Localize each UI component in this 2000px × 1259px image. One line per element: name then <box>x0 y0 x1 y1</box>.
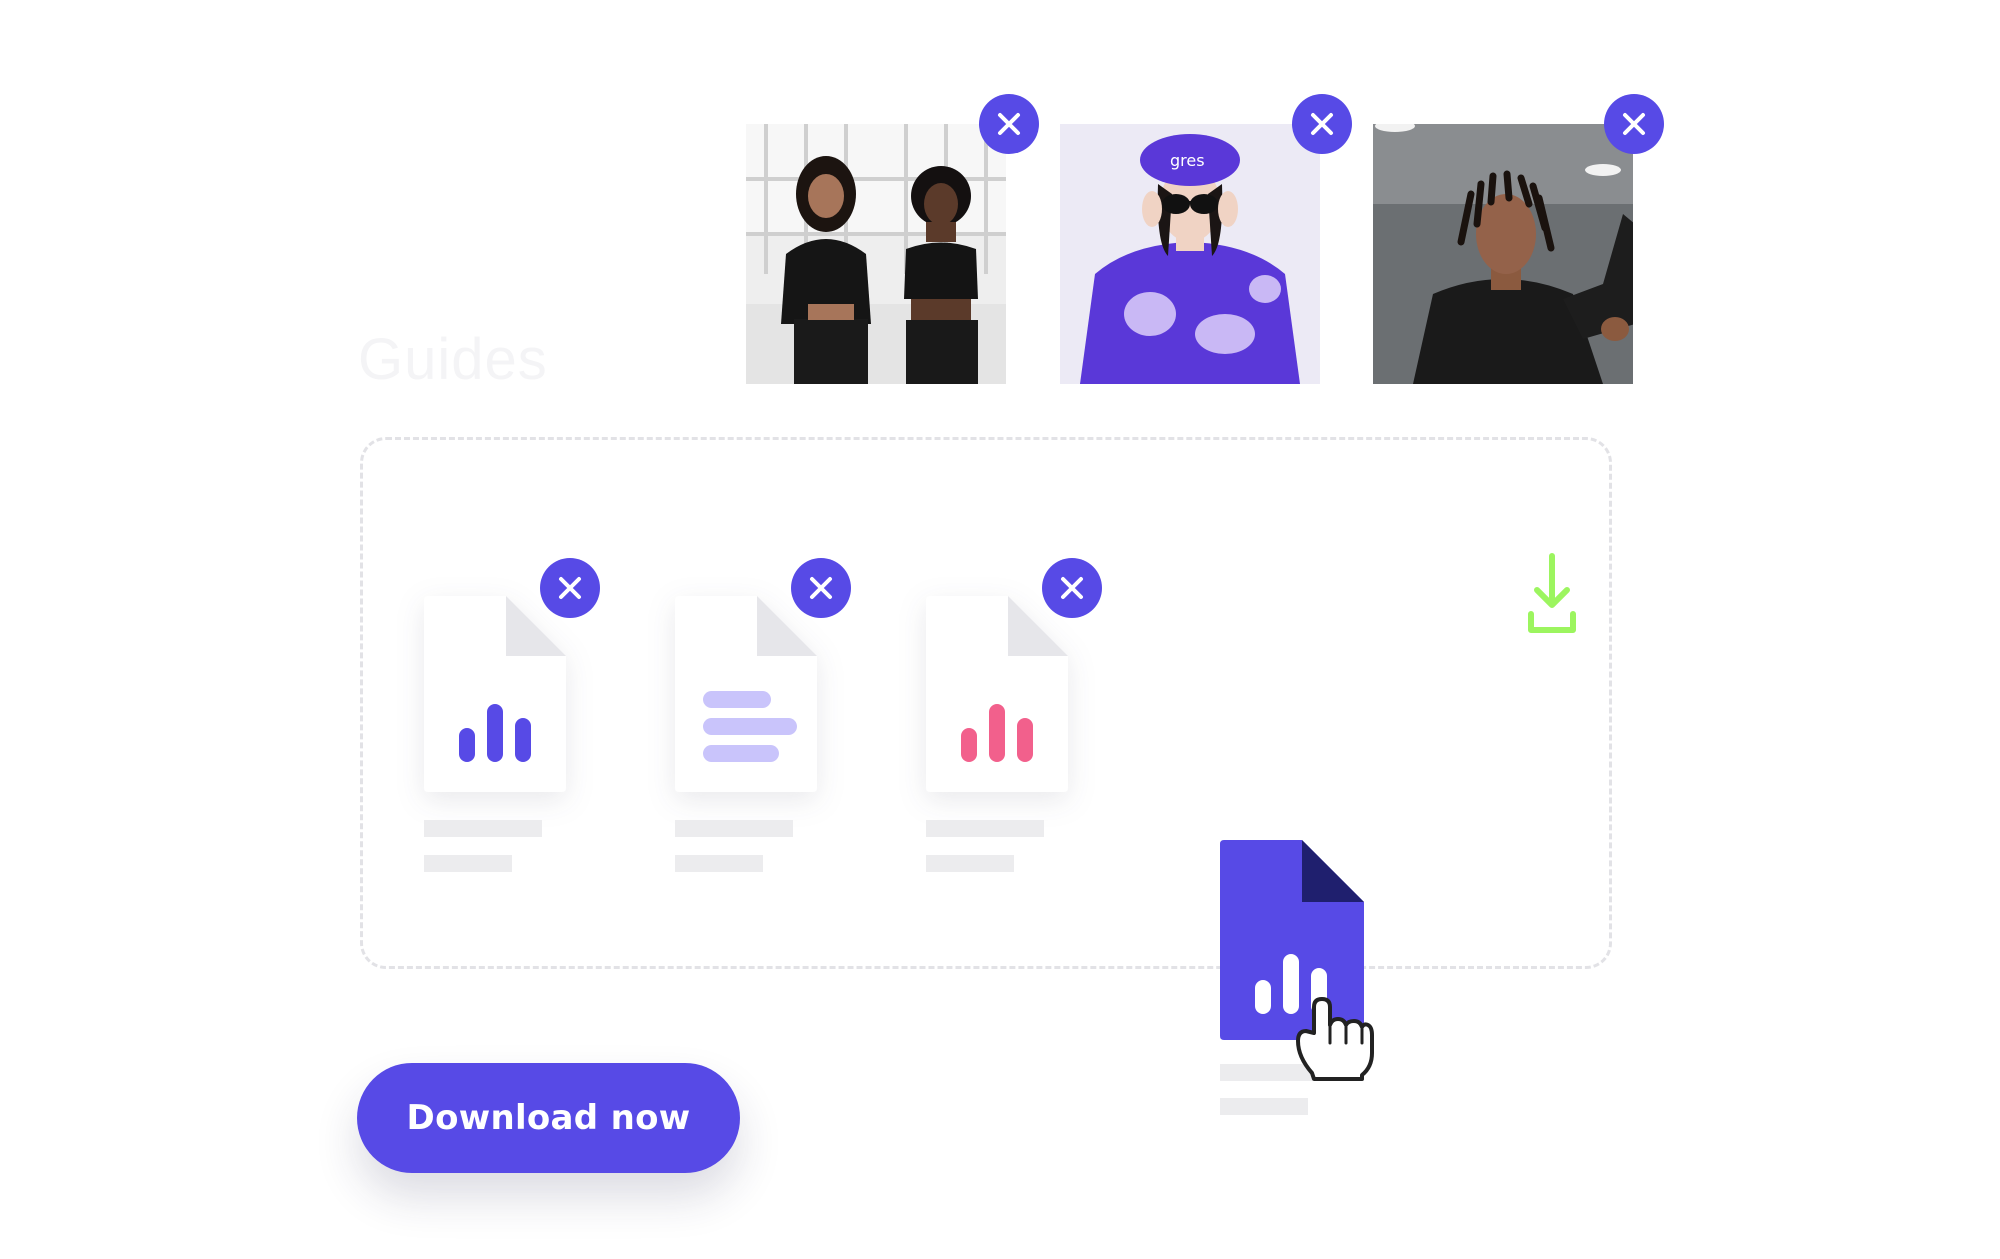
photo-two-women <box>746 124 1006 384</box>
remove-photo-2-button[interactable] <box>1292 94 1352 154</box>
text-lines-icon <box>703 691 797 762</box>
close-icon <box>559 577 581 599</box>
file-card-1[interactable] <box>424 596 566 792</box>
close-icon <box>810 577 832 599</box>
svg-text:gres: gres <box>1170 151 1205 170</box>
download-now-button[interactable]: Download now <box>357 1063 740 1173</box>
file-1-size-placeholder <box>424 855 512 872</box>
dragged-file-icon[interactable] <box>1220 840 1364 1040</box>
file-3-size-placeholder <box>926 855 1014 872</box>
document-icon <box>675 596 817 792</box>
close-icon <box>1311 113 1333 135</box>
download-arrow-icon <box>1528 553 1576 633</box>
document-icon <box>424 596 566 792</box>
document-icon <box>926 596 1068 792</box>
remove-photo-1-button[interactable] <box>979 94 1039 154</box>
file-2-name-placeholder <box>675 820 793 837</box>
remove-file-3-button[interactable] <box>1042 558 1102 618</box>
file-3-name-placeholder <box>926 820 1044 837</box>
remove-file-2-button[interactable] <box>791 558 851 618</box>
file-card-2[interactable] <box>675 596 817 792</box>
remove-file-1-button[interactable] <box>540 558 600 618</box>
file-2-size-placeholder <box>675 855 763 872</box>
file-1-name-placeholder <box>424 820 542 837</box>
dragged-file-size-placeholder <box>1220 1098 1308 1115</box>
remove-photo-3-button[interactable] <box>1604 94 1664 154</box>
photo-woman-beret: gres <box>1060 124 1320 384</box>
close-icon <box>1623 113 1645 135</box>
file-dropzone[interactable] <box>360 437 1612 969</box>
bar-chart-icon <box>961 704 1033 762</box>
ghost-title: Guides <box>358 327 548 392</box>
hand-cursor-icon <box>1296 997 1374 1081</box>
photo-man-dreadlocks <box>1373 124 1633 384</box>
close-icon <box>1061 577 1083 599</box>
file-card-3[interactable] <box>926 596 1068 792</box>
bar-chart-icon <box>459 704 531 762</box>
close-icon <box>998 113 1020 135</box>
